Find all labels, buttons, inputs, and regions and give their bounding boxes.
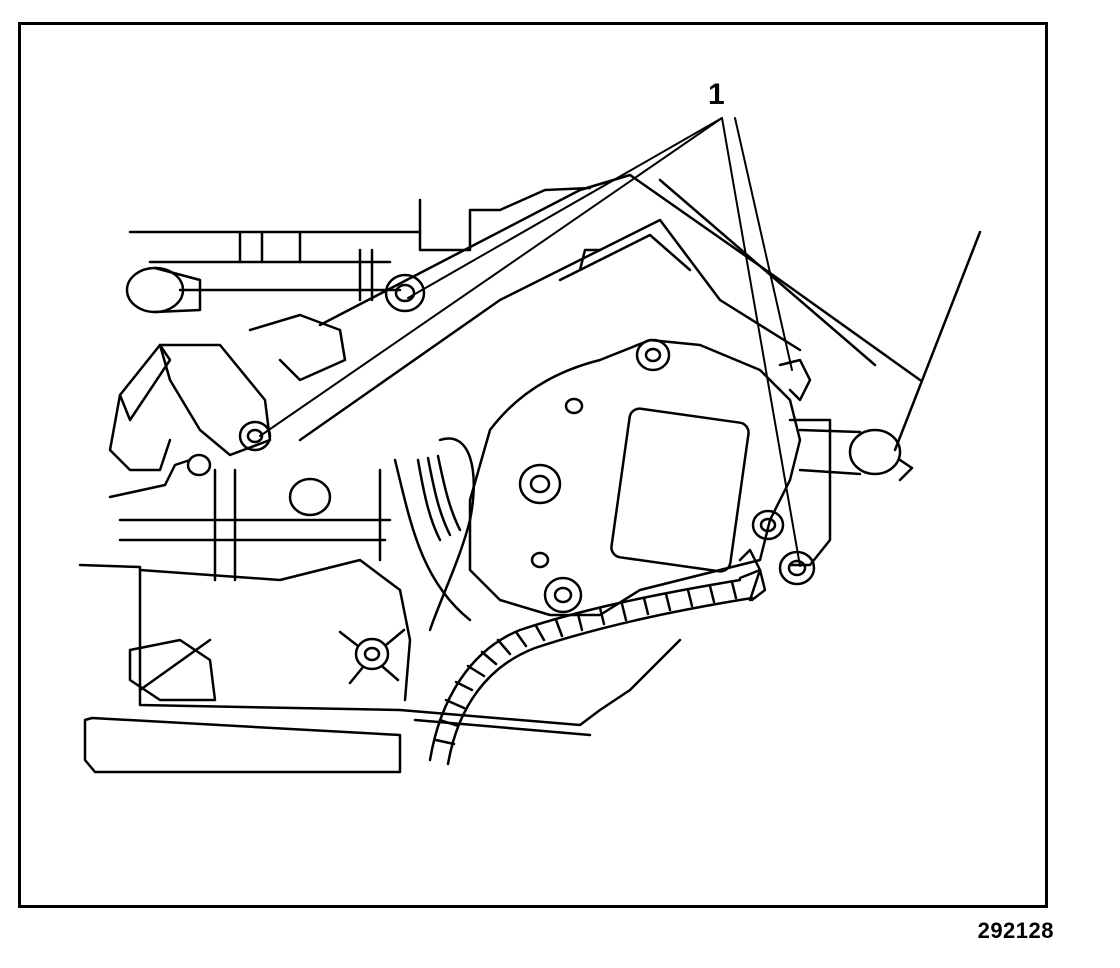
left-latch xyxy=(110,315,345,497)
wiring-harness xyxy=(430,570,765,764)
upper-housing xyxy=(130,188,590,300)
callout-number: 1 xyxy=(708,78,725,111)
mounting-screw-top xyxy=(386,275,424,311)
actuator-housing xyxy=(380,340,800,630)
lower-rails xyxy=(80,470,410,710)
callout-leaders xyxy=(260,118,800,566)
duct-assembly xyxy=(300,175,920,440)
right-roller xyxy=(800,430,912,480)
wing-nut xyxy=(340,630,404,683)
gear-sector xyxy=(418,456,460,540)
lever-arm xyxy=(660,180,980,450)
figure-id: 292128 xyxy=(977,918,1054,943)
left-roller xyxy=(127,268,200,312)
